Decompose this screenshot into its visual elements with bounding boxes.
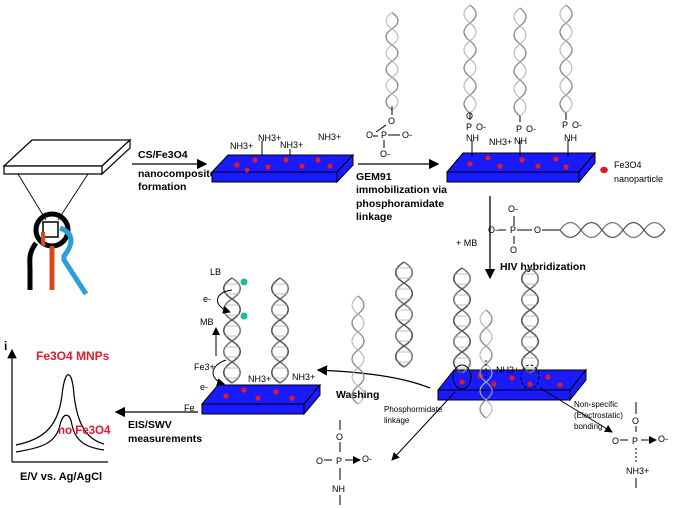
svg-text:Fe3O4: Fe3O4 xyxy=(614,160,642,170)
nh3-label: NH3+ xyxy=(318,132,341,142)
phosphoramidate-o-minus: O- xyxy=(476,122,486,132)
svg-text:NH3+: NH3+ xyxy=(626,466,649,476)
svg-text:O: O xyxy=(612,436,619,446)
svg-text:P: P xyxy=(336,456,342,466)
step4-label: Washing xyxy=(336,389,379,401)
electrode-hybridized xyxy=(436,267,588,419)
nh3-label: NH3+ xyxy=(258,133,281,143)
electrostatic-structure: O O P O- NH3+ xyxy=(612,402,668,488)
electrode-with-probes xyxy=(445,4,597,184)
svg-text:O-: O- xyxy=(488,225,498,235)
arrow-washing xyxy=(316,365,431,389)
covalent-label-line2: linkage xyxy=(384,416,410,425)
svg-text:O-: O- xyxy=(402,130,412,140)
phosphoramidate-p: P xyxy=(562,120,568,130)
hiv-target: O- O- P O O xyxy=(488,204,666,255)
svg-text:nanoparticle: nanoparticle xyxy=(614,174,663,184)
nh3-label: NH3+ xyxy=(496,365,519,375)
noncovalent-label-line1: Non-specific xyxy=(574,400,618,409)
step2-label-line2: immobilization via xyxy=(356,184,447,196)
svg-text:O: O xyxy=(510,245,517,255)
nh3-label: NH3+ xyxy=(248,374,271,384)
nh3-label: NH3+ xyxy=(230,141,253,151)
svg-text:O-: O- xyxy=(508,204,518,214)
redox-e: e- xyxy=(200,382,208,392)
redox-fe: Fe xyxy=(184,403,195,413)
redox-lb: LB xyxy=(210,267,221,277)
nh3-label: NH3+ xyxy=(489,137,512,147)
gem91-probe xyxy=(385,11,399,115)
svg-text:P: P xyxy=(381,130,387,140)
svg-text:NH: NH xyxy=(332,484,345,494)
svg-text:O: O xyxy=(388,116,395,126)
svg-text:P: P xyxy=(510,225,516,235)
svg-text:O: O xyxy=(632,416,639,426)
svg-text:P: P xyxy=(632,436,638,446)
redox-mb: MB xyxy=(200,317,214,327)
covalent-label-line1: Phosphormidate xyxy=(384,405,443,414)
nh-label: NH xyxy=(466,133,479,143)
svg-text:O: O xyxy=(534,225,541,235)
phosphoramidate-p: P xyxy=(516,124,522,134)
phosphoramidate-o-minus: O- xyxy=(526,124,536,134)
curve-fe3o4 xyxy=(15,374,105,446)
step3-label: HIV hybridization xyxy=(500,261,586,273)
step1-label-line2: nanocomposite xyxy=(138,168,216,180)
nh3-label: NH3+ xyxy=(292,372,315,382)
svg-text:O: O xyxy=(366,130,373,140)
voltammogram xyxy=(7,348,108,463)
svg-text:O-: O- xyxy=(362,454,372,464)
x-axis-label: E/V vs. Ag/AgCl xyxy=(20,471,102,483)
step3-reagent: + MB xyxy=(456,238,477,248)
redox-fe3: Fe3+ xyxy=(194,362,215,372)
nh-label: NH xyxy=(514,136,527,146)
step2-label-line3: phosphoramidate xyxy=(356,198,444,210)
nh-label: NH xyxy=(564,133,577,143)
noncovalent-label-line2: (Electrostatic) xyxy=(574,411,623,420)
step5-label-line2: measurements xyxy=(128,433,202,445)
step2-label-line4: linkage xyxy=(356,211,392,223)
phosphoramidate-o: O xyxy=(466,111,473,121)
electrode-cs-fe3o4 xyxy=(210,141,355,184)
step5-label-line1: EIS/SWV xyxy=(128,419,172,431)
noncovalent-label-line3: bonding xyxy=(574,422,602,431)
phosphoramidate-p: P xyxy=(466,122,472,132)
redox-e: e- xyxy=(203,294,211,304)
phosphoramidate-structure: O O P O- NH xyxy=(316,420,372,505)
svg-text:O-: O- xyxy=(380,149,390,159)
step1-label-line3: formation xyxy=(138,181,186,193)
screen-printed-electrode xyxy=(2,138,132,296)
curve-no-fe3o4 xyxy=(15,414,105,453)
svg-text:O: O xyxy=(336,432,343,442)
svg-text:O-: O- xyxy=(658,434,668,444)
svg-text:O: O xyxy=(316,456,323,466)
step1-label-line1: CS/Fe3O4 xyxy=(138,149,188,161)
fe3o4-legend: Fe3O4 nanoparticle xyxy=(600,160,663,184)
nh3-label: NH3+ xyxy=(280,140,303,150)
step2-label-line1: GEM91 xyxy=(356,171,392,183)
phosphate-group: O O P O- O- xyxy=(366,116,412,159)
curve-high-label: Fe3O4 MNPs xyxy=(36,349,110,363)
electrode-detection xyxy=(200,277,322,416)
y-axis-label: i xyxy=(4,339,7,353)
phosphoramidate-o-minus: O- xyxy=(572,120,582,130)
curve-low-label: no Fe3O4 xyxy=(58,425,111,437)
